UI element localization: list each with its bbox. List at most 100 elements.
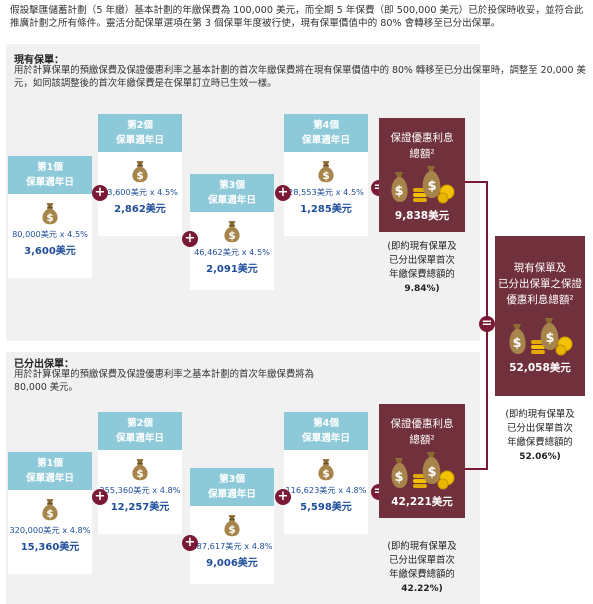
existing-year-3-bag: $ bbox=[190, 218, 274, 244]
existing-year-4-box: 第4個 保單週年日 $ 28,553美元 x 4.5% 1,285美元 bbox=[284, 114, 368, 236]
split-year-4-calc: 116,623美元 x 4.8% bbox=[285, 485, 367, 495]
combined-total-box: 現有保單及 已分出保單之保證 優惠利息總額² $ $ 52,058美元 bbox=[495, 236, 585, 396]
split-year-2-result: 12,257美元 bbox=[110, 502, 170, 513]
svg-text:$: $ bbox=[228, 230, 235, 242]
existing-year-3-calc: 46,462美元 x 4.5% bbox=[194, 247, 270, 257]
existing-year-2-bag: $ bbox=[98, 158, 182, 184]
split-section-title: 已分出保單： bbox=[14, 359, 74, 370]
split-section-desc: 用於計算保單的預繳保費及保證優惠利率之基本計劃的首次年繳保費將為 80,000 … bbox=[14, 369, 315, 393]
existing-plus-1: + bbox=[92, 185, 108, 201]
money-bag-icon: $ bbox=[318, 161, 334, 183]
split-year-2-box: 第2個 保單週年日 $ 255,360美元 x 4.8% 12,257美元 bbox=[98, 412, 182, 534]
split-year-2-calc: 255,360美元 x 4.8% bbox=[99, 485, 181, 495]
split-note: (即約現有保單及 已分出保單首次 年繳保費總額的 42.22%) bbox=[376, 540, 468, 596]
combined-total-bags: $ $ bbox=[495, 314, 585, 360]
svg-text:$: $ bbox=[322, 170, 329, 182]
combined-note-text: (即約現有保單及 已分出保單首次 年繳保費總額的 bbox=[505, 409, 575, 448]
existing-plus-2: + bbox=[182, 231, 198, 247]
split-year-4-label: 第4個 保單週年日 bbox=[284, 412, 368, 450]
svg-text:$: $ bbox=[545, 331, 554, 346]
existing-year-4-bag: $ bbox=[284, 158, 368, 184]
money-bag-icon: $ bbox=[132, 161, 148, 183]
connector-line-bottom bbox=[465, 468, 487, 470]
existing-section-title: 現有保單： bbox=[14, 55, 64, 66]
split-year-3-box: 第3個 保單週年日 $ 187,617美元 x 4.8% 9,006美元 bbox=[190, 468, 274, 584]
split-year-3-label: 第3個 保單週年日 bbox=[190, 468, 274, 506]
split-total-label: 保證優惠利息 總額² bbox=[390, 418, 454, 446]
svg-text:$: $ bbox=[322, 468, 329, 480]
existing-year-4-label: 第4個 保單週年日 bbox=[284, 114, 368, 152]
svg-text:$: $ bbox=[46, 212, 53, 224]
money-bag-icon: $ bbox=[224, 221, 240, 243]
svg-text:$: $ bbox=[394, 184, 403, 199]
intro-text: 假設擊匯儲蓄計劃（5 年繳）基本計劃的年繳保費為 100,000 美元，而全期 … bbox=[10, 5, 584, 29]
svg-text:$: $ bbox=[228, 524, 235, 536]
existing-year-4-calc: 28,553美元 x 4.5% bbox=[288, 187, 364, 197]
split-note-pct: 42.22%) bbox=[401, 584, 443, 594]
connector-line-top bbox=[465, 181, 487, 183]
svg-text:$: $ bbox=[136, 468, 143, 480]
existing-total-label: 保證優惠利息 總額² bbox=[390, 132, 454, 160]
money-bags-coins-icon: $ $ bbox=[391, 166, 455, 204]
split-year-4-box: 第4個 保單週年日 $ 116,623美元 x 4.8% 5,598美元 bbox=[284, 412, 368, 534]
svg-text:$: $ bbox=[512, 336, 521, 351]
existing-year-1-calc: 80,000美元 x 4.5% bbox=[12, 229, 88, 239]
split-note-text: (即約現有保單及 已分出保單首次 年繳保費總額的 bbox=[387, 541, 457, 580]
svg-text:$: $ bbox=[427, 179, 436, 194]
split-year-3-calc: 187,617美元 x 4.8% bbox=[191, 541, 273, 551]
existing-year-1-result: 3,600美元 bbox=[24, 246, 76, 257]
existing-year-1-label: 第1個 保單週年日 bbox=[8, 156, 92, 194]
existing-year-1-box: 第1個 保單週年日 $ 80,000美元 x 4.5% 3,600美元 bbox=[8, 156, 92, 278]
split-total-box: 保證優惠利息 總額² $ $ 42,221美元 bbox=[379, 404, 465, 518]
split-total-bags: $ $ bbox=[379, 448, 465, 494]
existing-plus-3: + bbox=[275, 185, 291, 201]
existing-year-2-result: 2,862美元 bbox=[114, 204, 166, 215]
split-total-value: 42,221美元 bbox=[391, 496, 453, 508]
combined-total-value: 52,058美元 bbox=[509, 362, 571, 374]
existing-year-4-result: 1,285美元 bbox=[300, 204, 352, 215]
combined-total-label: 現有保單及 已分出保單之保證 優惠利息總額² bbox=[498, 262, 582, 306]
split-year-1-result: 15,360美元 bbox=[20, 542, 80, 553]
existing-year-3-result: 2,091美元 bbox=[206, 264, 258, 275]
svg-text:$: $ bbox=[394, 470, 403, 485]
money-bag-icon: $ bbox=[224, 515, 240, 537]
existing-year-2-label: 第2個 保單週年日 bbox=[98, 114, 182, 152]
split-plus-2: + bbox=[182, 535, 198, 551]
svg-text:$: $ bbox=[427, 465, 436, 480]
money-bags-coins-icon: $ $ bbox=[391, 452, 455, 490]
existing-year-1-bag: $ bbox=[8, 200, 92, 226]
existing-note: (即約現有保單及 已分出保單首次 年繳保費總額的 9.84%) bbox=[376, 240, 468, 296]
combined-note: (即約現有保單及 已分出保單首次 年繳保費總額的 52.06%) bbox=[494, 408, 586, 464]
svg-text:$: $ bbox=[46, 508, 53, 520]
split-year-1-label: 第1個 保單週年日 bbox=[8, 452, 92, 490]
existing-total-value: 9,838美元 bbox=[394, 210, 450, 222]
split-year-2-bag: $ bbox=[98, 456, 182, 482]
split-plus-1: + bbox=[92, 489, 108, 505]
existing-year-3-label: 第3個 保單週年日 bbox=[190, 174, 274, 212]
split-year-2-label: 第2個 保單週年日 bbox=[98, 412, 182, 450]
split-year-3-bag: $ bbox=[190, 512, 274, 538]
existing-note-pct: 9.84%) bbox=[404, 284, 440, 294]
existing-section-desc: 用於計算保單的預繳保費及保證優惠利率之基本計劃的首次年繳保費將在現有保單價值中的… bbox=[14, 65, 586, 89]
split-year-1-bag: $ bbox=[8, 496, 92, 522]
money-bag-icon: $ bbox=[42, 203, 58, 225]
split-year-4-result: 5,598美元 bbox=[300, 502, 352, 513]
existing-year-3-box: 第3個 保單週年日 $ 46,462美元 x 4.5% 2,091美元 bbox=[190, 174, 274, 290]
existing-note-text: (即約現有保單及 已分出保單首次 年繳保費總額的 bbox=[387, 241, 457, 280]
money-bag-icon: $ bbox=[318, 459, 334, 481]
combined-note-pct: 52.06%) bbox=[519, 452, 561, 462]
split-year-1-calc: 320,000美元 x 4.8% bbox=[9, 525, 91, 535]
existing-year-2-calc: 63,600美元 x 4.5% bbox=[102, 187, 178, 197]
existing-total-box: 保證優惠利息 總額² $ $ 9,838美元 bbox=[379, 118, 465, 232]
money-bag-icon: $ bbox=[132, 459, 148, 481]
split-year-3-result: 9,006美元 bbox=[206, 558, 258, 569]
split-year-1-box: 第1個 保單週年日 $ 320,000美元 x 4.8% 15,360美元 bbox=[8, 452, 92, 574]
existing-total-bags: $ $ bbox=[379, 162, 465, 208]
combined-equals: = bbox=[479, 316, 495, 332]
split-plus-3: + bbox=[275, 489, 291, 505]
existing-year-2-box: 第2個 保單週年日 $ 63,600美元 x 4.5% 2,862美元 bbox=[98, 114, 182, 236]
svg-text:$: $ bbox=[136, 170, 143, 182]
split-year-4-bag: $ bbox=[284, 456, 368, 482]
money-bag-icon: $ bbox=[42, 499, 58, 521]
